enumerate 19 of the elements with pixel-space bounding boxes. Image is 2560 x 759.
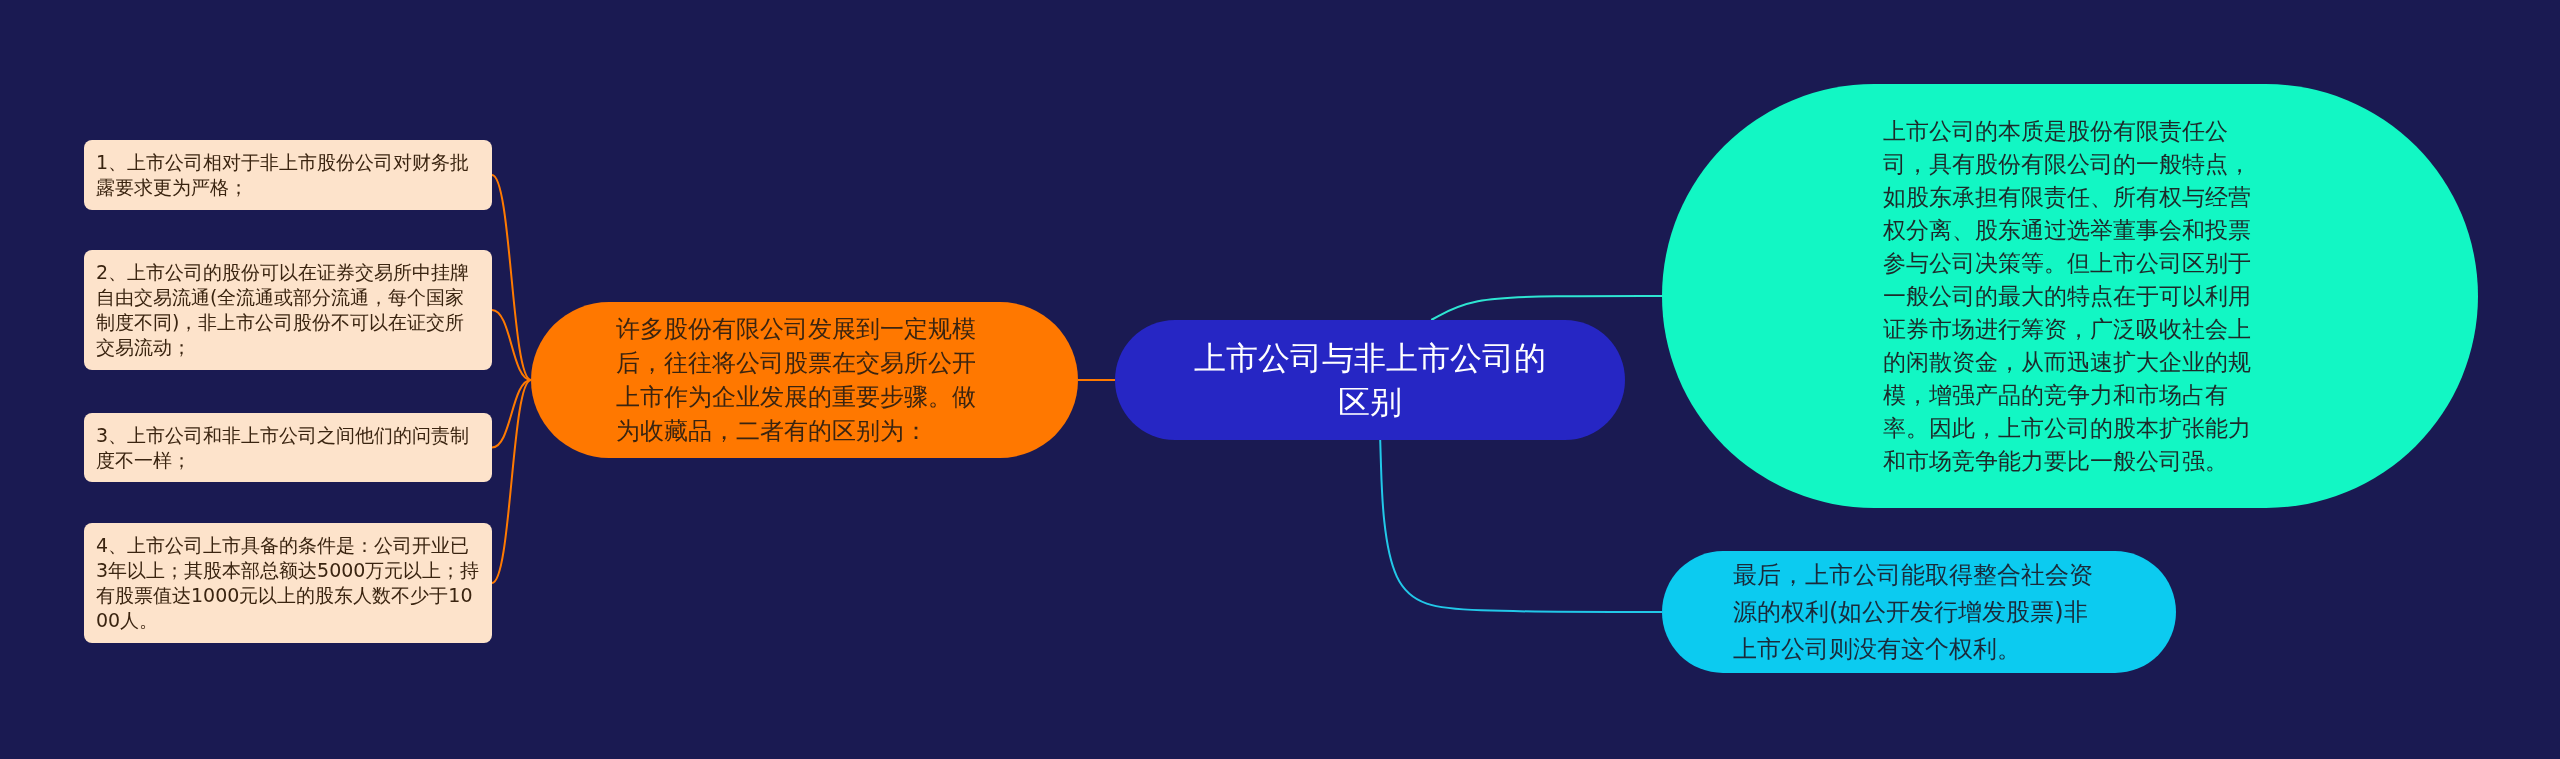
topic-text: 许多股份有限公司发展到一定规模后，往往将公司股票在交易所公开上市作为企业发展的重要步骤。做为收藏品，二者有的区别为：: [615, 314, 977, 447]
connector-line: [1430, 295, 1663, 321]
subtopic-card: [84, 413, 492, 482]
topic-text: 2、上市公司的股份可以在证券交易所中挂牌自由交易流通(全流通或部分流通，每个国家制度不同)，非上市公司股份不可以在证交所交易流动；: [96, 260, 471, 360]
subtopic-card: [84, 523, 492, 643]
connector-line: [491, 309, 532, 381]
connector-line: [1379, 439, 1663, 613]
connector-line: [1077, 379, 1116, 381]
topic-text: 4、上市公司上市具备的条件是：公司开业已3年以上；其股本部总额达5000万元以上；持有股票值达1000元以上的股东人数不少于1000人。: [96, 533, 480, 633]
subtopic-card: [84, 140, 492, 210]
connector-line: [491, 174, 532, 381]
topic-text: 1、上市公司相对于非上市股份公司对财务批露要求更为严格；: [96, 150, 471, 200]
subtopic-card: [84, 250, 492, 370]
topic-text: 上市公司与非上市公司的区别: [1193, 338, 1547, 423]
connector-line: [491, 379, 532, 449]
topic-text: 上市公司的本质是股份有限责任公司，具有股份有限公司的一般特点，如股东承担有限责任、所有权与经营权分离、股东通过选举董事会和投票参与公司决策等。但上市公司区别于一般公司的最大的特点在于可以利用证券市场进行筹资，广泛吸收社会上的闲散资金，从而迅速扩大企业的规模，增强产品的竞争力和市场占有率。因此，上市公司的股本扩张能力和市场竞争能力要比一般公司强。: [1883, 116, 2252, 476]
connector-line: [491, 379, 532, 584]
topic-text: 3、上市公司和非上市公司之间他们的问责制度不一样；: [96, 422, 471, 473]
topic-text: 最后，上市公司能取得整合社会资源的权利(如公开发行增发股票)非上市公司则没有这个权利。: [1733, 559, 2094, 665]
